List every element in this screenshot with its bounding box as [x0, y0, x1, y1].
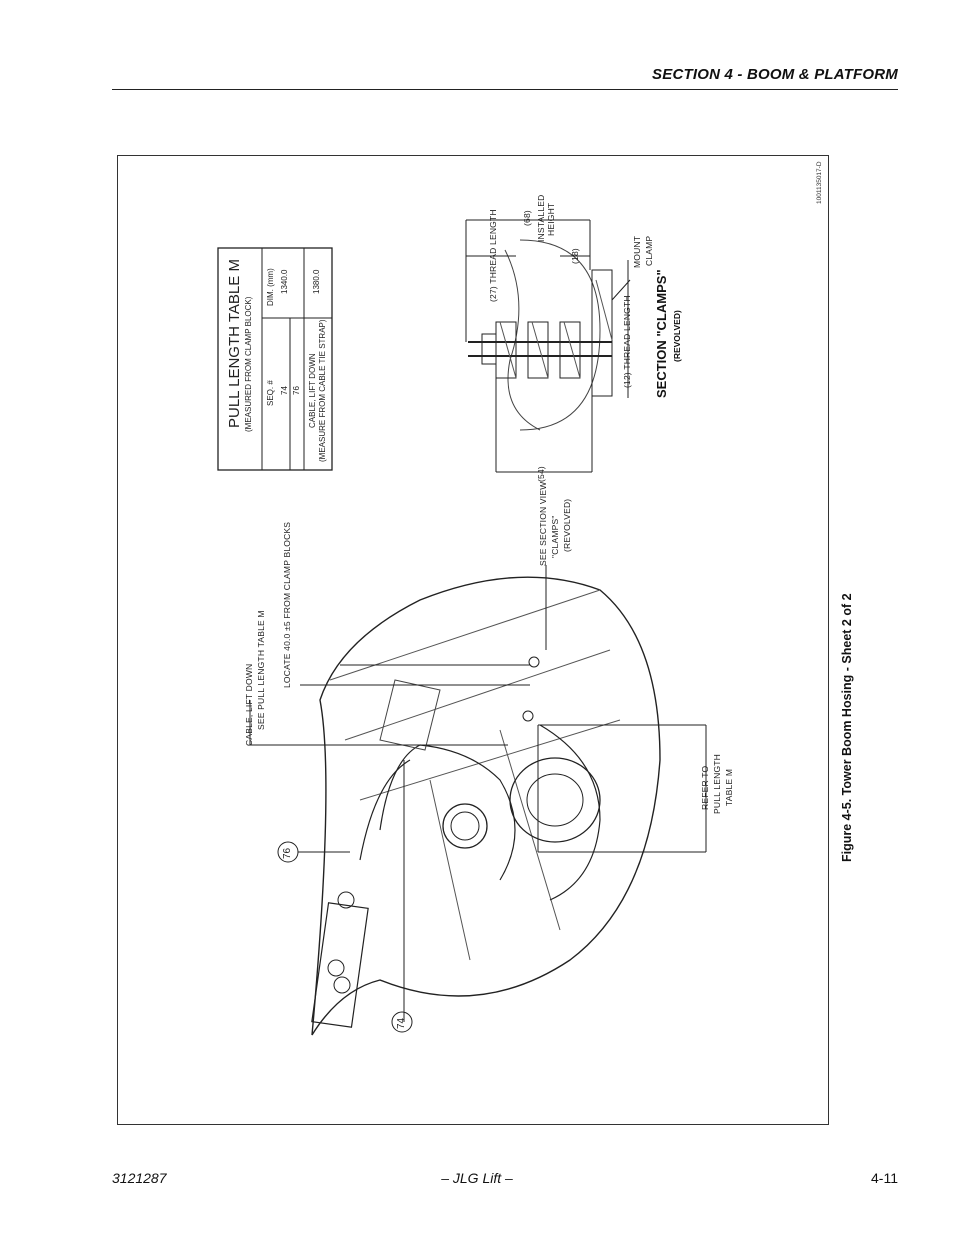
pull-table-dim-2: 1380.0: [312, 269, 321, 294]
installed-height-2: HEIGHT: [546, 202, 556, 236]
footer-center: – JLG Lift –: [441, 1170, 513, 1186]
installed-height-1: INSTALLED: [536, 194, 546, 242]
figure-frame: [117, 155, 829, 1125]
pull-table-seq-1: 74: [280, 386, 289, 395]
label-cable-lift-down-2: SEE PULL LENGTH TABLE M: [256, 610, 266, 730]
label-refer-2: PULL LENGTH: [712, 754, 722, 814]
footer-doc-number: 3121287: [112, 1170, 167, 1186]
dim-18: (18): [570, 248, 580, 264]
pull-table-note-2: (MEASURE FROM CABLE TIE STRAP): [318, 319, 327, 462]
figure-caption: Figure 4-5. Tower Boom Hosing - Sheet 2 …: [840, 593, 854, 862]
dim-54: (54): [536, 466, 546, 482]
label-see-section-1: SEE SECTION VIEW: [538, 481, 548, 566]
label-see-section-3: (REVOLVED): [562, 498, 572, 552]
callout-76: 76: [282, 847, 293, 859]
mount-clamp-1: MOUNT: [632, 235, 642, 268]
pull-table-dim-1: 1340.0: [280, 269, 289, 294]
label-see-section-2: "CLAMPS": [550, 515, 560, 558]
section-clamps-title: SECTION "CLAMPS": [654, 269, 669, 398]
dim-68: (68): [522, 210, 532, 226]
pull-table-subtitle: (MEASURED FROM CLAMP BLOCK): [244, 296, 253, 432]
header-rule: [112, 89, 898, 90]
thread-length-27: (27) THREAD LENGTH: [488, 209, 498, 302]
label-refer-1: REFER TO: [700, 765, 710, 810]
pull-table-col-dim: DIM. (mm): [266, 268, 275, 306]
label-cable-lift-down-1: CABLE, LIFT DOWN: [244, 663, 254, 746]
pull-table-note-1: CABLE, LIFT DOWN: [308, 353, 317, 428]
pull-table-seq-2: 76: [292, 386, 301, 395]
drawing-id: 1001135017-D: [816, 161, 823, 204]
callout-74: 74: [396, 1017, 407, 1029]
label-refer-3: TABLE M: [724, 768, 734, 806]
pull-table-col-seq: SEQ. #: [266, 380, 275, 406]
section-clamps-subtitle: (REVOLVED): [672, 310, 682, 362]
mount-clamp-2: CLAMP: [644, 235, 654, 266]
section-header: SECTION 4 - BOOM & PLATFORM: [652, 66, 898, 83]
thread-length-12: (12) THREAD LENGTH: [622, 295, 632, 388]
pull-table-title: PULL LENGTH TABLE M: [226, 259, 243, 428]
label-locate: LOCATE 40.0 ±5 FROM CLAMP BLOCKS: [282, 521, 292, 688]
footer-page-number: 4-11: [871, 1170, 898, 1186]
